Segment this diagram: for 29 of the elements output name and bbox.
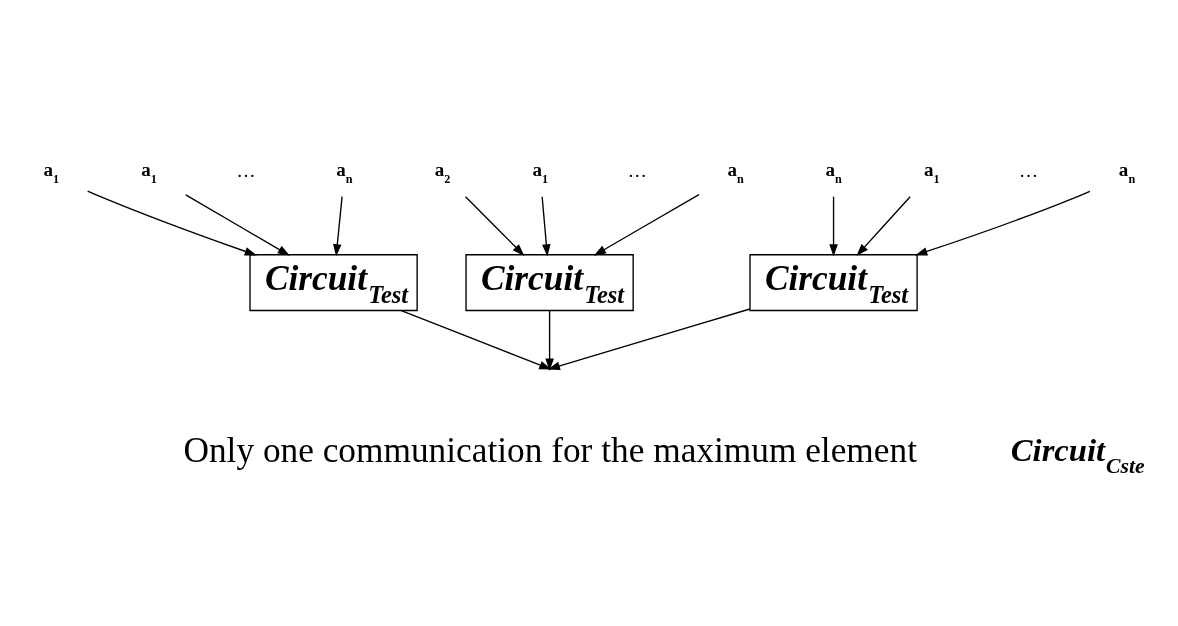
arrow (333, 196, 343, 257)
arrow (541, 196, 551, 257)
node-box: Circuit$_{Test}$ (465, 254, 634, 312)
label: Circuit$_{Cste}$ (1010, 431, 1145, 478)
label: … (627, 159, 647, 181)
arrow (87, 190, 257, 256)
label: Only one communication for the maximum element (183, 430, 917, 470)
node-text: a$_{n}$ (1118, 158, 1136, 186)
arrow (856, 196, 911, 256)
node-text: a$_{1}$ (43, 158, 60, 186)
label: … (236, 159, 256, 181)
node-text: a$_{1}$ (141, 158, 157, 186)
arrow (593, 193, 700, 256)
arrow (915, 190, 1091, 256)
node-box: Circuit$_{Test}$ (249, 254, 418, 312)
arrow (464, 196, 525, 256)
node-text: a$_{n}$ (727, 158, 744, 186)
node-text: a$_{1}$ (532, 158, 549, 186)
node-text: a$_{2}$ (434, 158, 451, 186)
node-text: a$_{n}$ (825, 158, 842, 186)
arrow (829, 196, 838, 257)
arrow (538, 310, 561, 371)
node-text: a$_{1}$ (923, 158, 940, 186)
arrow (185, 194, 290, 256)
node-box: Circuit$_{Test}$ (749, 254, 918, 312)
label: … (1019, 159, 1039, 181)
arrow (547, 308, 751, 371)
arrow (400, 309, 552, 370)
node-text: a$_{n}$ (336, 158, 353, 186)
